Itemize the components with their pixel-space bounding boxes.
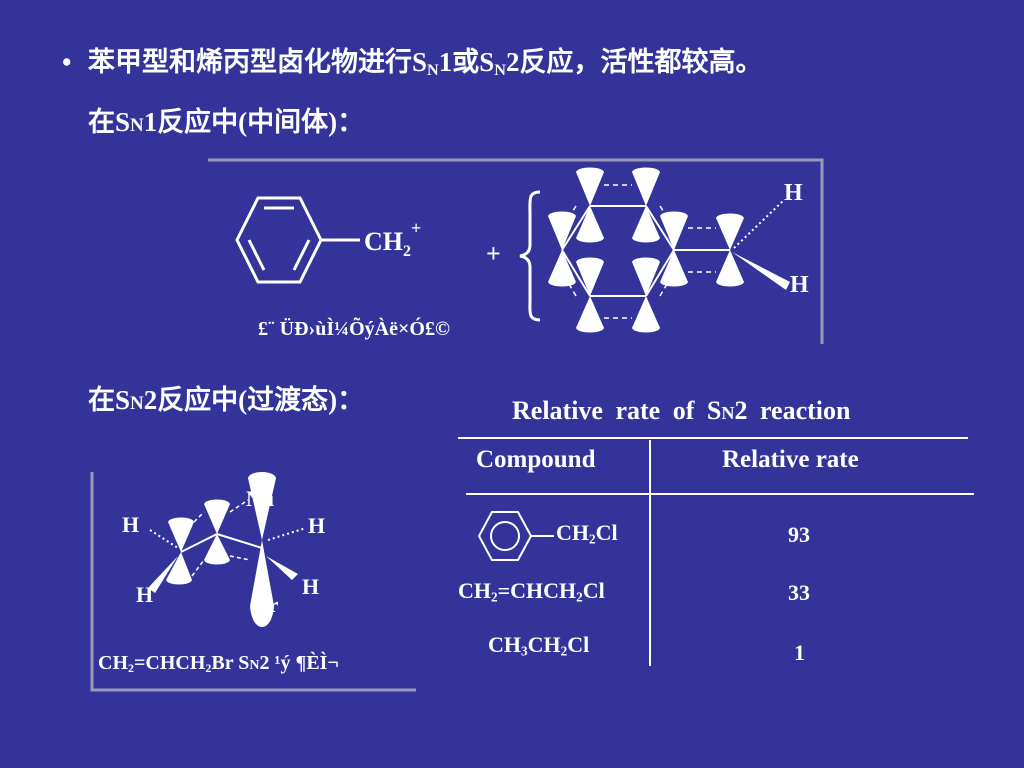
figure2-border (90, 472, 416, 692)
ring-bonds (561, 205, 730, 297)
table-row-3-compound: CH3CH2Cl (488, 632, 590, 659)
curly-brace (519, 190, 541, 322)
ts-h-dashed-right (267, 527, 307, 541)
ts-dashes (191, 499, 251, 577)
orbital-dashes (561, 184, 716, 319)
table-row-1-compound: CH2Cl (556, 520, 618, 547)
figure1-border (208, 158, 824, 344)
br-label: Br (254, 592, 279, 617)
h-bond-dashed (733, 199, 785, 249)
bullet-sub-n1: N (427, 61, 439, 80)
sn1-text-a: 在S (88, 107, 131, 137)
h-left-top: H (122, 512, 139, 537)
h-bottom-label: H (790, 272, 809, 298)
ts-bonds (180, 533, 263, 553)
sn1-text-b: 1反应中(中间体)： (143, 107, 365, 137)
bullet-line: •苯甲型和烯丙型卤化物进行SN1或SN2反应，活性都较高。 (62, 40, 762, 80)
bullet-sub-n2: N (494, 61, 506, 80)
sn2-heading: 在SN2反应中(过渡态)： (88, 378, 364, 417)
header-compound: Compound (476, 446, 596, 473)
bullet-symbol: • (62, 47, 72, 77)
table-row-1-rate: 93 (788, 522, 810, 547)
sn2-sub-n: N (130, 393, 144, 414)
nu-label: Nu (246, 486, 274, 511)
sn2-text-b: 2反应中(过渡态)： (143, 385, 365, 415)
h-left-bottom: H (136, 582, 153, 607)
benzene-ring-table (477, 511, 554, 561)
ts-h-wedge-left (148, 556, 178, 593)
table-row-2-compound: CH2=CHCH2Cl (458, 578, 605, 605)
h-right-bottom: H (302, 574, 319, 599)
ts-h-wedge-right (266, 556, 298, 580)
ts-h-dashed-left (149, 529, 179, 549)
h-top-label: H (784, 180, 803, 206)
figure1-caption: £¨ ÜÐ›ùÌ¼ÕýÀë×Ó£© (258, 318, 450, 340)
bullet-text-c: 2反应，活性都较高。 (505, 47, 763, 77)
plus-sign: + (486, 239, 501, 268)
sn1-heading: 在SN1反应中(中间体)： (88, 100, 364, 139)
table-title: Relative rate of SN2 reaction (512, 396, 851, 425)
bullet-text-b: 1或S (438, 47, 495, 77)
header-relative-rate: Relative rate (722, 446, 859, 473)
figure2-caption: CH2=CHCH2Br SN2 ¹ý ¶ÈÌ¬ (98, 652, 339, 675)
p-orbitals (548, 167, 744, 333)
table-row-2-rate: 33 (788, 580, 810, 605)
ch2-label: CH2+ (364, 218, 421, 260)
h-right-top: H (308, 513, 325, 538)
sn2-text-a: 在S (88, 385, 131, 415)
table-row-3-rate: 1 (794, 640, 805, 665)
benzene-ring-1 (235, 196, 360, 284)
ts-orbitals (166, 472, 276, 627)
sn1-sub-n: N (130, 115, 144, 136)
bullet-text-a: 苯甲型和烯丙型卤化物进行S (88, 47, 428, 77)
h-bond-wedge (732, 252, 790, 290)
